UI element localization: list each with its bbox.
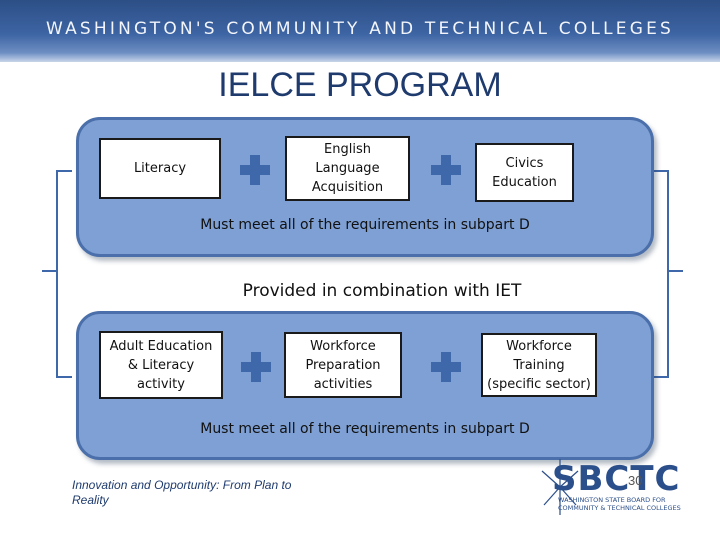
plus-icon bbox=[241, 352, 271, 382]
banner-text: WASHINGTON'S COMMUNITY AND TECHNICAL COL… bbox=[45, 19, 675, 39]
workforce-training-box: Workforce Training (specific sector) bbox=[481, 333, 597, 397]
sbctc-logo: SBCTC WASHINGTON STATE BOARD FOR COMMUNI… bbox=[540, 455, 688, 525]
logo-mark: SBCTC bbox=[552, 459, 681, 499]
footer-caption: Innovation and Opportunity: From Plan to… bbox=[72, 478, 292, 507]
page-number: 30 bbox=[628, 473, 643, 488]
plus-icon bbox=[240, 155, 270, 185]
civics-education-box: Civics Education bbox=[475, 143, 574, 202]
bottom-requirement-note: Must meet all of the requirements in sub… bbox=[200, 421, 530, 437]
literacy-box: Literacy bbox=[99, 138, 221, 199]
header-banner: WASHINGTON'S COMMUNITY AND TECHNICAL COL… bbox=[0, 0, 720, 62]
plus-icon bbox=[431, 155, 461, 185]
combination-statement: Provided in combination with IET bbox=[242, 281, 522, 301]
english-language-acquisition-box: English Language Acquisition bbox=[285, 136, 410, 201]
star-burst-icon bbox=[541, 459, 579, 515]
adult-education-literacy-box: Adult Education & Literacy activity bbox=[99, 331, 223, 399]
logo-subtitle: WASHINGTON STATE BOARD FOR COMMUNITY & T… bbox=[558, 496, 681, 512]
workforce-preparation-box: Workforce Preparation activities bbox=[284, 332, 402, 398]
top-requirement-note: Must meet all of the requirements in sub… bbox=[200, 217, 530, 233]
page-title: IELCE PROGRAM bbox=[218, 66, 502, 104]
plus-icon bbox=[431, 352, 461, 382]
